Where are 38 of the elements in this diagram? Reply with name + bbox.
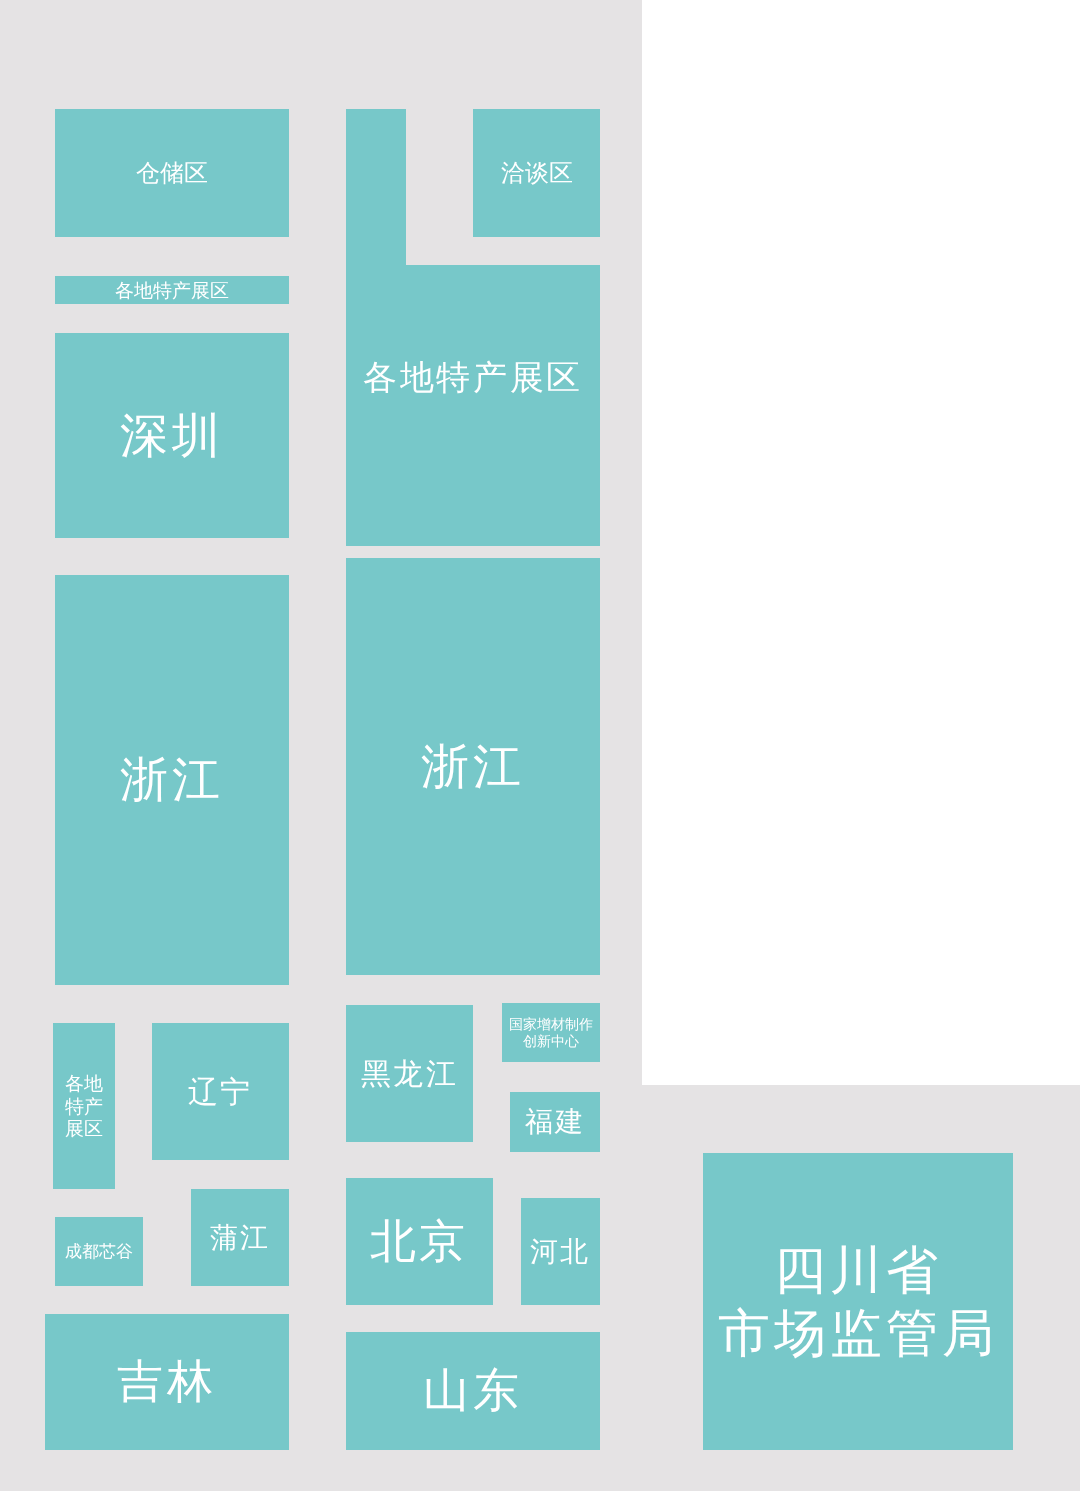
booth-area bbox=[152, 1023, 289, 1160]
area-label: 各地特产展区 bbox=[64, 1071, 104, 1141]
area-label: 四川省市场监管局 bbox=[717, 1239, 999, 1364]
booth-strip bbox=[55, 276, 289, 304]
booth-area bbox=[191, 1189, 289, 1286]
booth-area bbox=[510, 1092, 600, 1152]
area-label: 辽宁 bbox=[188, 1073, 253, 1110]
area-label: 浙江 bbox=[120, 751, 224, 809]
area-label: 北京 bbox=[369, 1213, 470, 1270]
area-label: 河北 bbox=[530, 1234, 591, 1269]
booth-area bbox=[703, 1153, 1013, 1450]
booth-area bbox=[521, 1198, 600, 1305]
booth-area bbox=[346, 1005, 473, 1142]
area-label: 国家增材制作创新中心 bbox=[509, 1016, 593, 1049]
area-label: 浙江 bbox=[421, 737, 525, 796]
booth-area bbox=[502, 1003, 600, 1062]
area-label: 山东 bbox=[423, 1363, 523, 1419]
booth-area bbox=[55, 333, 289, 538]
area-label: 黑龙江 bbox=[360, 1055, 459, 1092]
area-label: 各地特产展区 bbox=[362, 357, 584, 398]
area-label: 成都芯谷 bbox=[65, 1241, 133, 1262]
area-label: 仓储区 bbox=[136, 158, 208, 188]
area-label: 各地特产展区 bbox=[115, 278, 229, 302]
booth-area bbox=[346, 1332, 600, 1450]
booth-area bbox=[346, 109, 600, 546]
area-label: 福建 bbox=[524, 1105, 586, 1139]
booth-area bbox=[55, 575, 289, 985]
booth-area bbox=[346, 1178, 493, 1305]
booth-area bbox=[55, 109, 289, 237]
area-label: 蒲江 bbox=[209, 1220, 271, 1255]
area-label: 吉林 bbox=[117, 1354, 217, 1410]
booth-area bbox=[346, 558, 600, 975]
area-label: 深圳 bbox=[120, 406, 224, 465]
booth-area bbox=[53, 1023, 115, 1189]
booth-area bbox=[55, 1217, 143, 1286]
area-label: 洽谈区 bbox=[500, 158, 573, 188]
booth-area bbox=[45, 1314, 289, 1450]
booth-area bbox=[473, 109, 600, 237]
